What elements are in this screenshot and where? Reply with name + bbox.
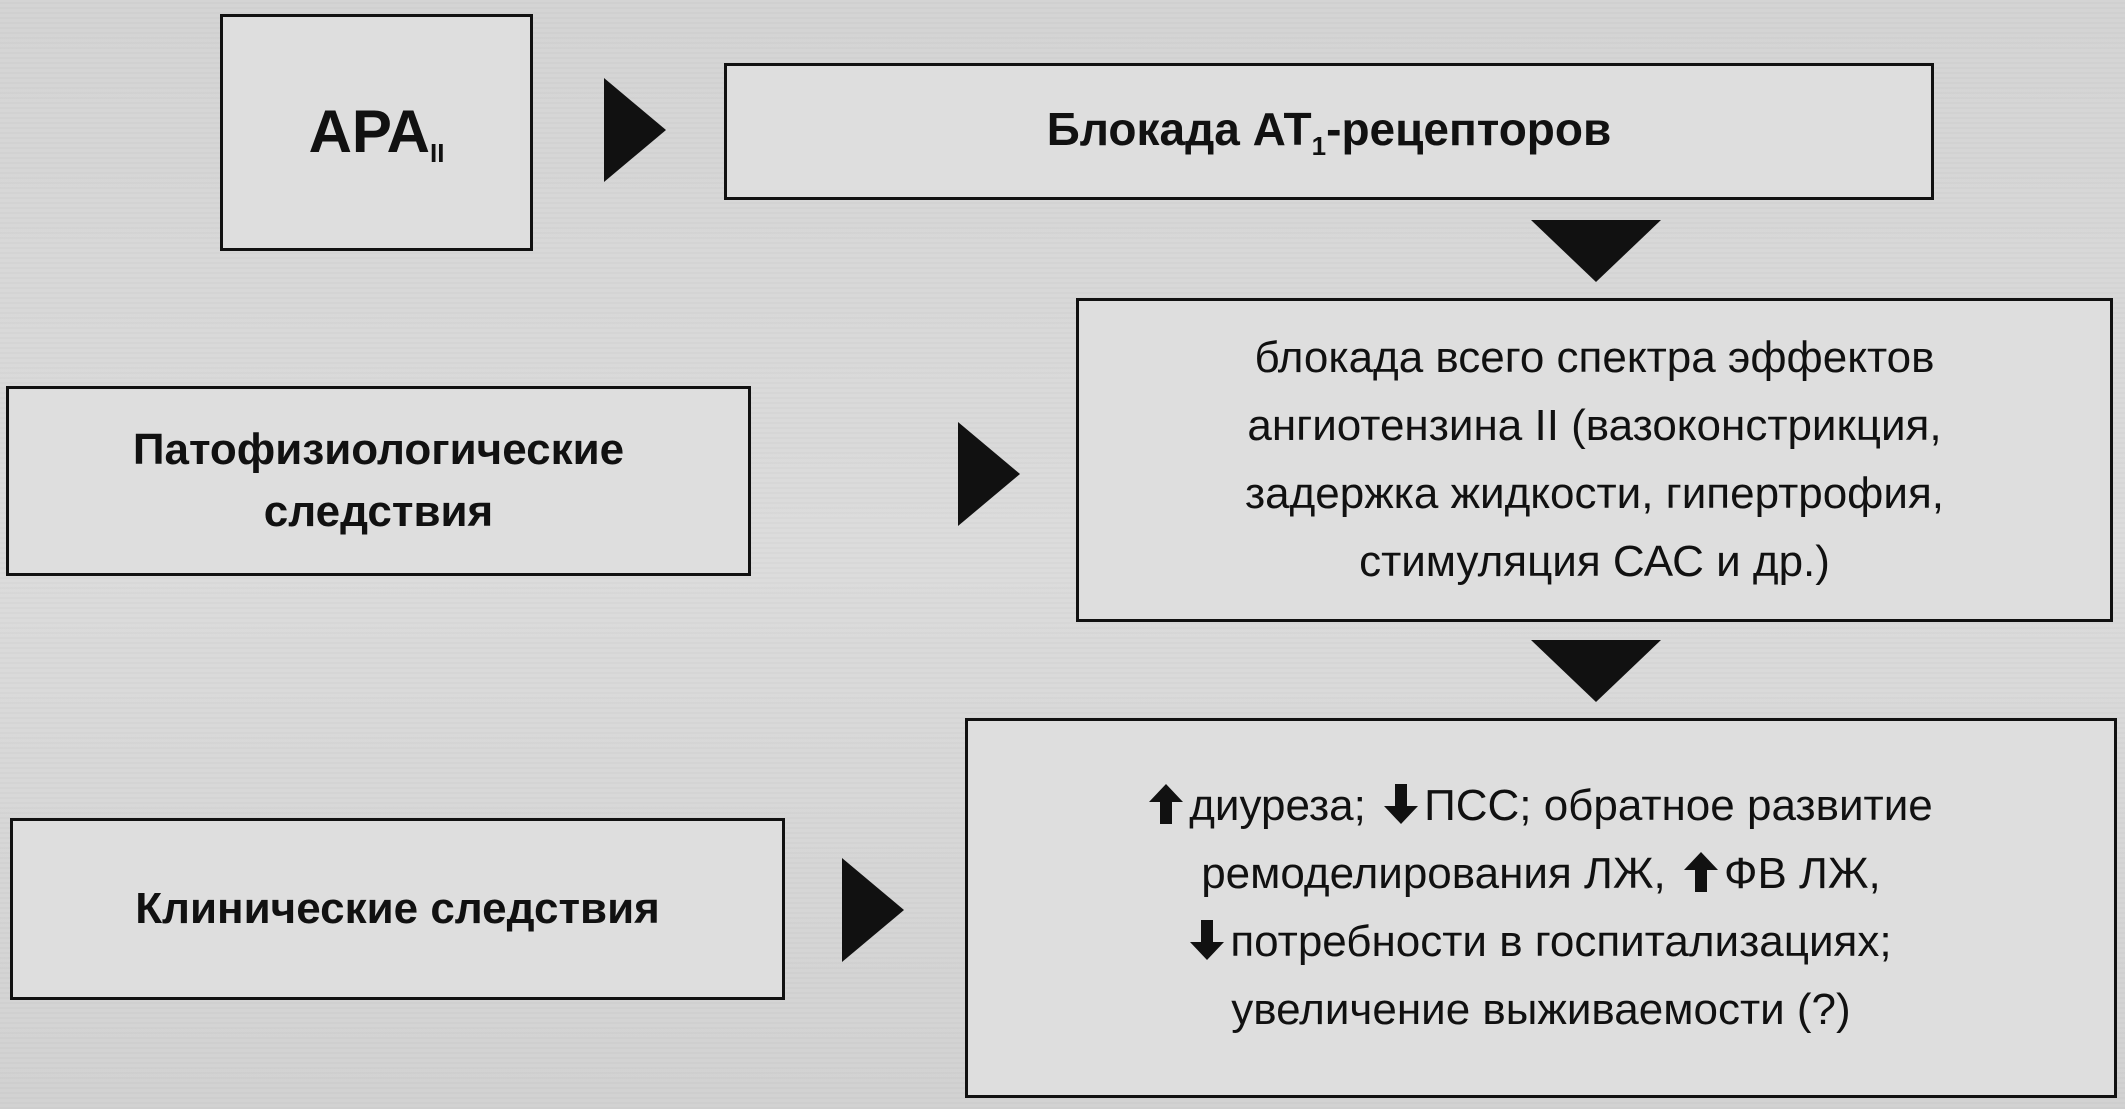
node-patho-effects-line3: задержка жидкости, гипертрофия, <box>1244 469 1945 518</box>
node-clinical-effects-line2a: ремоделирования ЛЖ, <box>1201 849 1666 898</box>
node-blockade-sub: 1 <box>1311 130 1327 161</box>
node-patho-label: Патофизиологические следствия <box>6 386 751 576</box>
arrow-down-2 <box>1531 640 1661 702</box>
arrow-down-icon <box>1190 920 1225 961</box>
node-blockade-prefix: Блокада АТ <box>1046 102 1312 155</box>
node-clinical-effects-line1: диуреза; <box>1189 781 1366 830</box>
arrow-up-icon <box>1684 852 1719 893</box>
node-blockade-suffix: -рецепторов <box>1326 102 1612 155</box>
node-patho-effects-line4: стимуляция САС и др.) <box>1359 537 1830 586</box>
node-patho-effects-line2: ангиотензина II (вазоконстрикция, <box>1247 401 1942 450</box>
node-clinical-label: Клинические следствия <box>10 818 785 1000</box>
node-clinical-label-text: Клинические следствия <box>135 884 660 933</box>
node-clinical-effects: диуреза; ПСС; обратное развитие ремодели… <box>965 718 2117 1098</box>
node-blockade: Блокада АТ1-рецепторов <box>724 63 1934 200</box>
node-patho-effects-line1: блокада всего спектра эффектов <box>1254 333 1935 382</box>
arrow-right-1 <box>604 78 666 182</box>
arrow-right-3 <box>842 858 904 962</box>
node-clinical-effects-line2b: ФВ ЛЖ, <box>1724 849 1881 898</box>
node-ara-sub: II <box>429 137 445 168</box>
node-clinical-effects-line3: потребности в госпитализациях; <box>1230 917 1892 966</box>
node-clinical-effects-line4: увеличение выживаемости (?) <box>1231 985 1851 1034</box>
arrow-up-icon <box>1149 784 1184 825</box>
node-ara-text: АРА <box>308 97 430 165</box>
arrow-down-icon <box>1384 784 1419 825</box>
node-ara: АРАII <box>220 14 533 251</box>
node-patho-label-line2: следствия <box>263 487 494 536</box>
arrow-down-1 <box>1531 220 1661 282</box>
arrow-right-2 <box>958 422 1020 526</box>
node-patho-label-line1: Патофизиологические <box>132 425 625 474</box>
node-patho-effects: блокада всего спектра эффектов ангиотенз… <box>1076 298 2113 622</box>
node-clinical-effects-line1b: ПСС; обратное развитие <box>1424 781 1933 830</box>
